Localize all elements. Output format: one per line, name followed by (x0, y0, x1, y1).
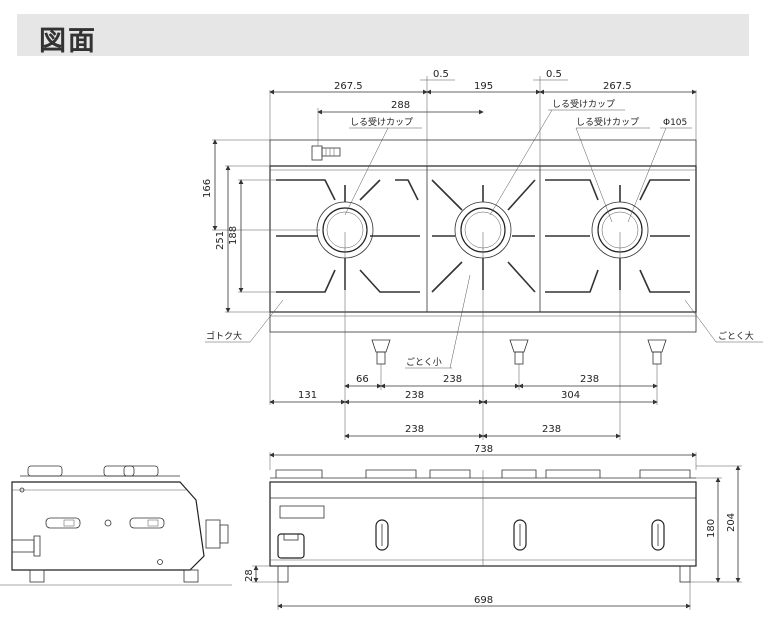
dim-66: 66 (356, 374, 369, 385)
knob-mid-top (509, 339, 529, 365)
knob-right-top (647, 339, 667, 365)
burner-mid (431, 179, 536, 293)
knob-right-front (651, 519, 665, 551)
dim-180: 180 (706, 519, 717, 538)
section-header: 図面 (17, 14, 749, 57)
dim-251: 251 (215, 231, 226, 250)
label-gotoku-large-right: ごとく大 (718, 330, 754, 342)
label-cup-mid: しる受けカップ (552, 98, 615, 110)
dim-238-a: 238 (443, 374, 462, 385)
dim-304: 304 (561, 390, 580, 401)
label-gotoku-small: ごとく小 (406, 356, 442, 368)
dim-698: 698 (474, 595, 493, 606)
dim-738: 738 (474, 444, 493, 455)
ignition-box (277, 533, 305, 559)
dim-top-5: 267.5 (603, 81, 632, 92)
section-title: 図面 (39, 26, 97, 57)
knob-left-front (375, 519, 389, 551)
label-cup-right: しる受けカップ (576, 116, 639, 128)
dim-238-c: 238 (405, 390, 424, 401)
top-view: 267.5 0.5 195 0.5 267.5 288 166 251 188 … (202, 69, 763, 440)
dim-188: 188 (228, 226, 239, 245)
dim-top-3: 195 (474, 81, 493, 92)
dim-top-4: 0.5 (546, 69, 562, 80)
dim-top-2: 0.5 (433, 69, 449, 80)
label-cup-left: しる受けカップ (350, 116, 413, 128)
gas-inlet-fitting (311, 145, 341, 161)
knob-left-top (371, 339, 391, 365)
dim-238-d: 238 (405, 424, 424, 435)
burner-right (545, 179, 690, 293)
dim-166: 166 (202, 179, 213, 198)
dim-238-e: 238 (542, 424, 561, 435)
nameplate (279, 505, 325, 519)
dim-131: 131 (298, 390, 317, 401)
label-gotoku-large-left: ゴトク大 (206, 330, 242, 342)
burner-left (276, 179, 420, 293)
knob-mid-front (513, 519, 527, 551)
dim-238-b: 238 (580, 374, 599, 385)
front-view: 738 180 204 28 698 (244, 444, 742, 610)
dim-204: 204 (726, 513, 737, 532)
dim-288: 288 (391, 100, 410, 111)
dim-28: 28 (244, 569, 255, 582)
label-phi: Φ105 (663, 118, 687, 128)
side-view (0, 465, 232, 586)
dim-top-1: 267.5 (334, 81, 363, 92)
